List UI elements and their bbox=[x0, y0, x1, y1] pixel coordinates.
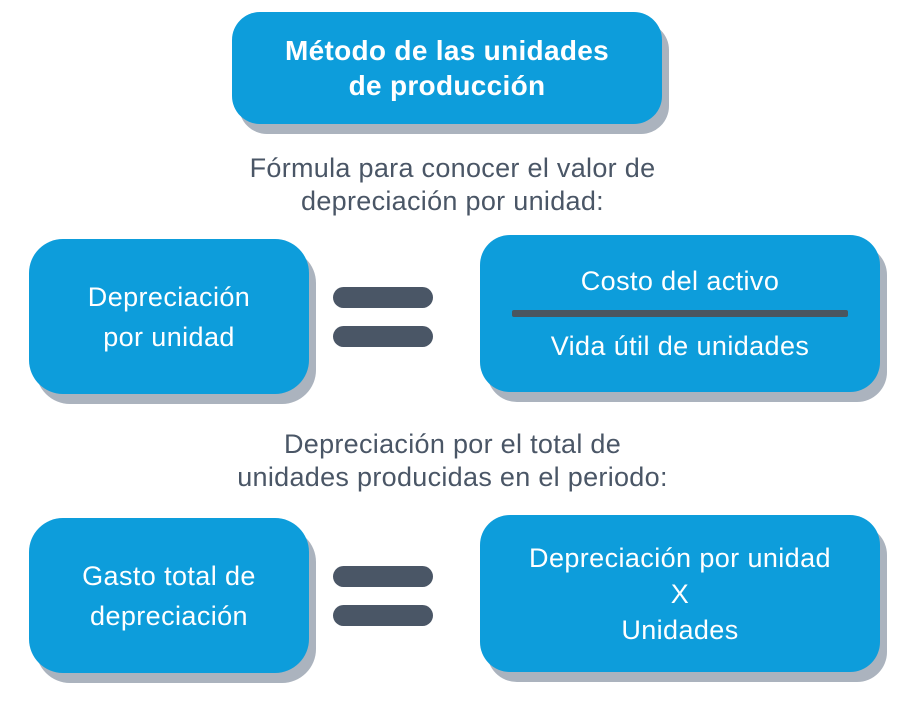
formula1-subtitle-line-2: depreciación por unidad: bbox=[301, 186, 604, 216]
fraction-line bbox=[512, 310, 848, 317]
total-depreciation-expense-line-2: depreciación bbox=[90, 600, 248, 631]
fraction-box: Costo del activo Vida útil de unidades bbox=[480, 235, 880, 392]
title-line-1: Método de las unidades bbox=[285, 35, 609, 66]
multiplication-line-1: Depreciación por unidad bbox=[529, 542, 831, 573]
multiplication-text: Depreciación por unidad X Unidades bbox=[529, 540, 831, 648]
equals-icon bbox=[333, 566, 433, 626]
equals-bar-top bbox=[333, 287, 433, 308]
multiplication-operator: X bbox=[670, 578, 690, 609]
depreciation-per-unit-line-2: por unidad bbox=[103, 321, 235, 352]
total-depreciation-expense-text: Gasto total de depreciación bbox=[82, 556, 256, 636]
formula2-subtitle: Depreciación por el total de unidades pr… bbox=[0, 428, 905, 494]
total-depreciation-expense-box: Gasto total de depreciación bbox=[29, 518, 309, 673]
fraction-denominator: Vida útil de unidades bbox=[550, 331, 810, 361]
equals-bar-top bbox=[333, 566, 433, 587]
total-depreciation-expense-line-1: Gasto total de bbox=[82, 560, 256, 591]
multiplication-line-3: Unidades bbox=[621, 614, 739, 645]
equals-icon bbox=[333, 287, 433, 347]
fraction-numerator: Costo del activo bbox=[580, 266, 780, 296]
formula2-subtitle-line-1: Depreciación por el total de bbox=[283, 429, 622, 459]
title-line-2: de producción bbox=[348, 70, 546, 101]
depreciation-per-unit-line-1: Depreciación bbox=[87, 281, 251, 312]
formula2-subtitle-line-2: unidades producidas en el periodo: bbox=[237, 462, 668, 492]
title-text: Método de las unidades de producción bbox=[285, 33, 609, 103]
equals-bar-bottom bbox=[333, 605, 433, 626]
title-box: Método de las unidades de producción bbox=[232, 12, 662, 124]
equals-bar-bottom bbox=[333, 326, 433, 347]
fraction-text: Costo del activo Vida útil de unidades bbox=[512, 266, 848, 361]
formula1-subtitle: Fórmula para conocer el valor de depreci… bbox=[0, 152, 905, 218]
depreciation-per-unit-text: Depreciación por unidad bbox=[88, 277, 250, 357]
multiplication-box: Depreciación por unidad X Unidades bbox=[480, 515, 880, 672]
depreciation-per-unit-box: Depreciación por unidad bbox=[29, 239, 309, 394]
formula1-subtitle-line-1: Fórmula para conocer el valor de bbox=[249, 153, 656, 183]
